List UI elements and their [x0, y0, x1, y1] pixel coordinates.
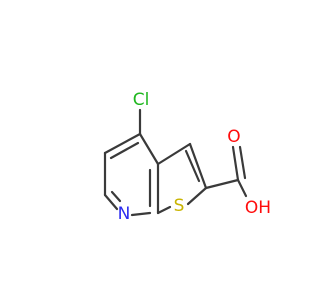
bond-c2-c3-inner [184, 149, 201, 183]
bond-c-o-double-a [231, 145, 240, 182]
bond-c4-c5 [103, 132, 142, 155]
bond-c4-c5-inner [109, 141, 140, 160]
bond-n-c7a [130, 211, 152, 217]
atom-label-cl: Cl [133, 90, 150, 110]
bond-c2-ccooh [204, 178, 240, 190]
atom-label-s: S [174, 196, 185, 216]
bond-c-o-double-b [238, 145, 247, 180]
bond-c6-n-inner [110, 190, 122, 203]
bond-c2-c3 [188, 142, 208, 190]
bond-c3-c3a [156, 142, 192, 166]
bond-c-oh [236, 178, 248, 198]
bond-s-c2 [186, 186, 208, 206]
atom-label-o: O [227, 127, 240, 147]
bond-c4-c3a [138, 132, 160, 166]
bond-c6-n [103, 193, 119, 211]
atom-label-oh: OH [245, 198, 271, 218]
bond-c7a-s [156, 205, 172, 215]
structure-canvas: Cl N S O OH [103, 90, 271, 224]
atom-label-n: N [118, 204, 131, 224]
molecule-structure: Cl N S O OH [103, 90, 271, 224]
